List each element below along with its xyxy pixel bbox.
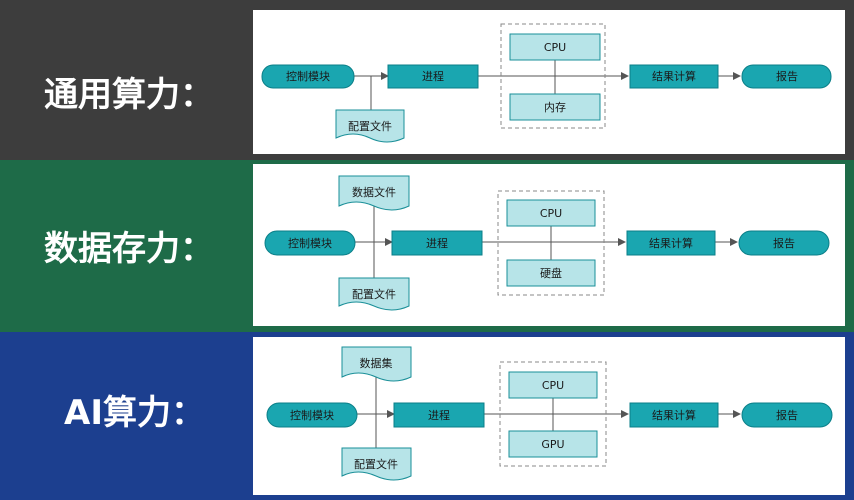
cpu-label: CPU: [540, 207, 562, 220]
compute-label: 结果计算: [652, 408, 696, 422]
memory-node: [509, 93, 601, 121]
cpu-node: [508, 371, 598, 399]
config-file-label: 配置文件: [354, 457, 398, 471]
report-node: [741, 402, 833, 428]
config-file-node: [338, 277, 410, 311]
control-module-node: [261, 64, 355, 89]
gpu-node: [508, 430, 598, 458]
band-data-storage: 数据存力： 数据文件 控制模块 配置文件 进程 CPU 硬盘: [0, 160, 854, 332]
process-node: [387, 64, 479, 89]
disk-node: [506, 259, 596, 287]
cpu-node: [506, 199, 596, 227]
control-module-node: [264, 230, 356, 256]
compute-node: [629, 64, 719, 89]
config-file-label: 配置文件: [348, 119, 392, 133]
process-label: 进程: [428, 409, 450, 422]
diagram-panel: 控制模块 配置文件 进程 CPU 内存 结果计算 报告: [253, 10, 845, 154]
report-label: 报告: [776, 408, 798, 422]
config-file-node: [341, 447, 412, 481]
control-module-label: 控制模块: [288, 236, 332, 250]
resource-group-box: [500, 23, 606, 129]
process-node: [393, 402, 485, 428]
flow-diagram: 数据集 控制模块 配置文件 进程 CPU GPU 结果计算 报告: [266, 346, 833, 481]
gpu-label: GPU: [541, 438, 564, 451]
compute-label: 结果计算: [652, 69, 696, 83]
cpu-node: [509, 33, 601, 61]
report-node: [741, 64, 832, 89]
report-label: 报告: [776, 69, 798, 83]
report-node: [738, 230, 830, 256]
compute-label: 结果计算: [649, 236, 693, 250]
resource-group-box: [499, 361, 607, 467]
memory-label: 内存: [544, 100, 566, 114]
band-general-compute: 通用算力： 控制模块 配置文件 进程 CPU 内存 结果计算: [0, 0, 854, 160]
process-label: 进程: [422, 70, 444, 83]
compute-node: [629, 402, 719, 428]
cpu-label: CPU: [544, 41, 566, 54]
dataset-label: 数据集: [360, 356, 393, 370]
data-file-node: [338, 175, 410, 211]
band-ai-compute: AI算力： 数据集 控制模块 配置文件 进程 CPU GPU: [0, 332, 854, 500]
resource-group-box: [497, 190, 605, 296]
process-label: 进程: [426, 237, 448, 250]
band-title: 数据存力：: [44, 229, 214, 269]
data-file-label: 数据文件: [352, 185, 396, 199]
band-title: 通用算力：: [44, 75, 214, 115]
dataset-node: [341, 346, 412, 382]
flow-diagram: 控制模块 配置文件 进程 CPU 内存 结果计算 报告: [261, 23, 832, 143]
compute-node: [626, 230, 716, 256]
control-module-node: [266, 402, 358, 428]
process-node: [391, 230, 483, 256]
report-label: 报告: [773, 236, 795, 250]
diagram-panel: 数据文件 控制模块 配置文件 进程 CPU 硬盘 结果计算 报告: [253, 164, 845, 326]
config-file-label: 配置文件: [352, 287, 396, 301]
config-file-node: [335, 109, 405, 143]
control-module-label: 控制模块: [286, 69, 330, 83]
disk-label: 硬盘: [540, 266, 562, 280]
cpu-label: CPU: [542, 379, 564, 392]
flow-diagram: 数据文件 控制模块 配置文件 进程 CPU 硬盘 结果计算 报告: [264, 175, 830, 311]
control-module-label: 控制模块: [290, 408, 334, 422]
band-title: AI算力：: [64, 393, 205, 433]
diagram-panel: 数据集 控制模块 配置文件 进程 CPU GPU 结果计算 报告: [253, 337, 845, 495]
